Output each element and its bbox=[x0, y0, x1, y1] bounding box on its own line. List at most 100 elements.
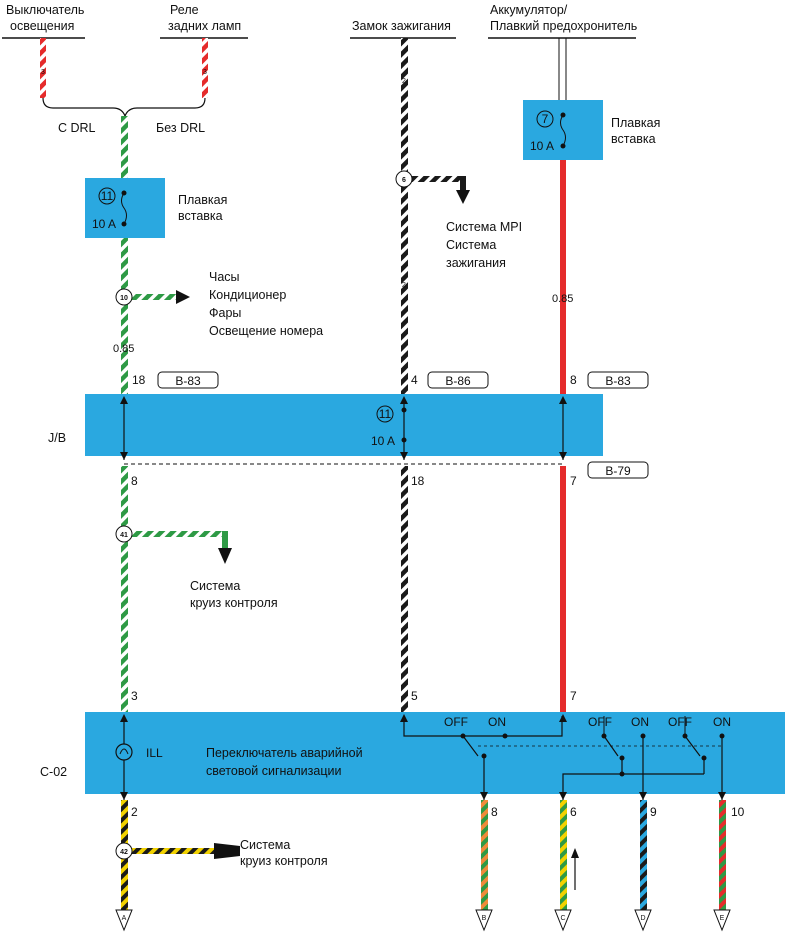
pin-7b: 7 bbox=[570, 689, 577, 703]
junction-block bbox=[85, 394, 603, 456]
branch-arrow-cruise-1 bbox=[218, 548, 232, 564]
switch-internal-loop bbox=[403, 716, 563, 737]
wire-green-red bbox=[719, 800, 726, 910]
wire-black-white-top bbox=[401, 38, 408, 394]
fuse-right-label-2: вставка bbox=[611, 132, 656, 146]
splice-41-label: 41 bbox=[120, 532, 128, 539]
connector-b79-label: B-79 bbox=[605, 464, 631, 478]
on-3: ON bbox=[713, 715, 731, 729]
cruise-2-line-2: круиз контроля bbox=[240, 854, 328, 868]
connector-b86-label: B-86 bbox=[445, 374, 471, 388]
pin-3c: 3 bbox=[131, 689, 138, 703]
terminal-a-label: A bbox=[122, 915, 127, 922]
pin-8b: 8 bbox=[131, 474, 138, 488]
signal-direction-arrow-icon bbox=[571, 848, 579, 858]
jb-fuse-terminal-bottom bbox=[401, 437, 407, 443]
switch-title-1: Переключатель аварийной bbox=[206, 746, 363, 760]
fuse-left-element bbox=[121, 192, 127, 225]
c02-arrow-right-up bbox=[559, 714, 567, 722]
c02-arrow-e bbox=[718, 792, 726, 800]
jb-arrow-left-up bbox=[120, 396, 128, 404]
fuse-box-left bbox=[85, 178, 165, 238]
c02-arrow-left-up bbox=[120, 714, 128, 722]
switch-feed-c bbox=[562, 758, 623, 800]
splice-42 bbox=[115, 842, 133, 860]
contact-1-on bbox=[502, 733, 508, 739]
wire-branch-cruise-1 bbox=[128, 531, 226, 537]
connector-b83-right bbox=[587, 371, 649, 389]
switch-blade-1 bbox=[462, 735, 479, 757]
splice-10 bbox=[115, 288, 133, 306]
wire-size-left: 0.85 bbox=[113, 343, 134, 355]
switch-com-node bbox=[619, 771, 625, 777]
pin-3b: 3 bbox=[203, 69, 207, 76]
pin-6: 6 bbox=[570, 805, 577, 819]
jb-fuse-terminal-top bbox=[401, 407, 407, 413]
wire-branch-mpi bbox=[408, 176, 463, 182]
splice-41 bbox=[115, 525, 133, 543]
splice-6 bbox=[395, 170, 413, 188]
ignition-switch-label: Замок зажигания bbox=[352, 19, 451, 33]
off-1: OFF bbox=[444, 715, 468, 729]
terminal-c: C bbox=[554, 909, 572, 932]
wire-green-white-mid bbox=[121, 238, 128, 394]
jb-arrow-mid-down bbox=[400, 452, 408, 460]
terminal-d: D bbox=[634, 909, 652, 932]
terminal-c-label: C bbox=[560, 915, 565, 922]
pin-9: 9 bbox=[650, 805, 657, 819]
jb-fuse-number: 11 bbox=[379, 407, 392, 421]
jb-fuse-number-circle bbox=[376, 405, 394, 423]
fuse-left-rating: 10 A bbox=[92, 217, 116, 231]
jb-arrow-right-down bbox=[559, 452, 567, 460]
pin-7a: 7 bbox=[570, 474, 577, 488]
light-switch-label-2: освещения bbox=[10, 19, 74, 33]
off-2: OFF bbox=[588, 715, 612, 729]
pin-8a: 8 bbox=[570, 373, 577, 387]
pin-18b: 18 bbox=[411, 474, 425, 488]
fuse-right-number-circle bbox=[536, 110, 554, 128]
pin-8c: 8 bbox=[491, 805, 498, 819]
splice-10-label: 10 bbox=[120, 295, 128, 302]
wire-red-white-2 bbox=[202, 38, 208, 98]
wire-green-white-low bbox=[121, 466, 128, 712]
fuse-left-label-1: Плавкая bbox=[178, 193, 227, 207]
on-1: ON bbox=[488, 715, 506, 729]
battery-label-2: Плавкий предохронитель bbox=[490, 19, 637, 33]
off-3: OFF bbox=[668, 715, 692, 729]
c02-label: C-02 bbox=[40, 765, 67, 779]
c02-arrow-c bbox=[559, 792, 567, 800]
switch-title-2: световой сигнализации bbox=[206, 764, 341, 778]
wire-size-right: 0.85 bbox=[552, 293, 573, 305]
wire-green-yellow bbox=[560, 800, 567, 910]
with-drl-label: С DRL bbox=[58, 121, 96, 135]
mpi-2: Система bbox=[446, 238, 496, 252]
mpi-1: Система MPI bbox=[446, 220, 522, 234]
wire-branch-lighting bbox=[128, 294, 176, 300]
on-2: ON bbox=[631, 715, 649, 729]
branch-arrow-cruise-2 bbox=[214, 843, 240, 859]
branch-arrow-lighting bbox=[176, 290, 190, 304]
pin-2b: 2 bbox=[402, 282, 406, 289]
c02-arrow-d bbox=[639, 792, 647, 800]
c02-arrow-b bbox=[480, 792, 488, 800]
pin-2a: 2 bbox=[402, 78, 406, 85]
c02-arrow-mid-up bbox=[400, 714, 408, 722]
cruise-1-line-2: круиз контроля bbox=[190, 596, 278, 610]
fuse-right-label-1: Плавкая bbox=[611, 116, 660, 130]
terminal-a: A bbox=[115, 909, 133, 932]
ill-label: ILL bbox=[146, 746, 163, 760]
cruise-2-line-1: Система bbox=[240, 838, 290, 852]
rear-relay-label-1: Реле bbox=[170, 3, 199, 17]
jb-label: J/B bbox=[48, 431, 66, 445]
switch-blade-3 bbox=[684, 735, 701, 757]
jb-fuse-rating: 10 A bbox=[371, 434, 395, 448]
wire-black-white-low bbox=[401, 466, 408, 712]
wire-red-top bbox=[560, 160, 566, 394]
wire-branch-mpi-down bbox=[460, 176, 466, 190]
pin-18: 18 bbox=[132, 373, 146, 387]
wire-blue-black bbox=[640, 800, 647, 910]
hazard-switch-block bbox=[85, 712, 785, 794]
connector-b79 bbox=[587, 461, 649, 479]
terminal-e-label: E bbox=[720, 915, 725, 922]
